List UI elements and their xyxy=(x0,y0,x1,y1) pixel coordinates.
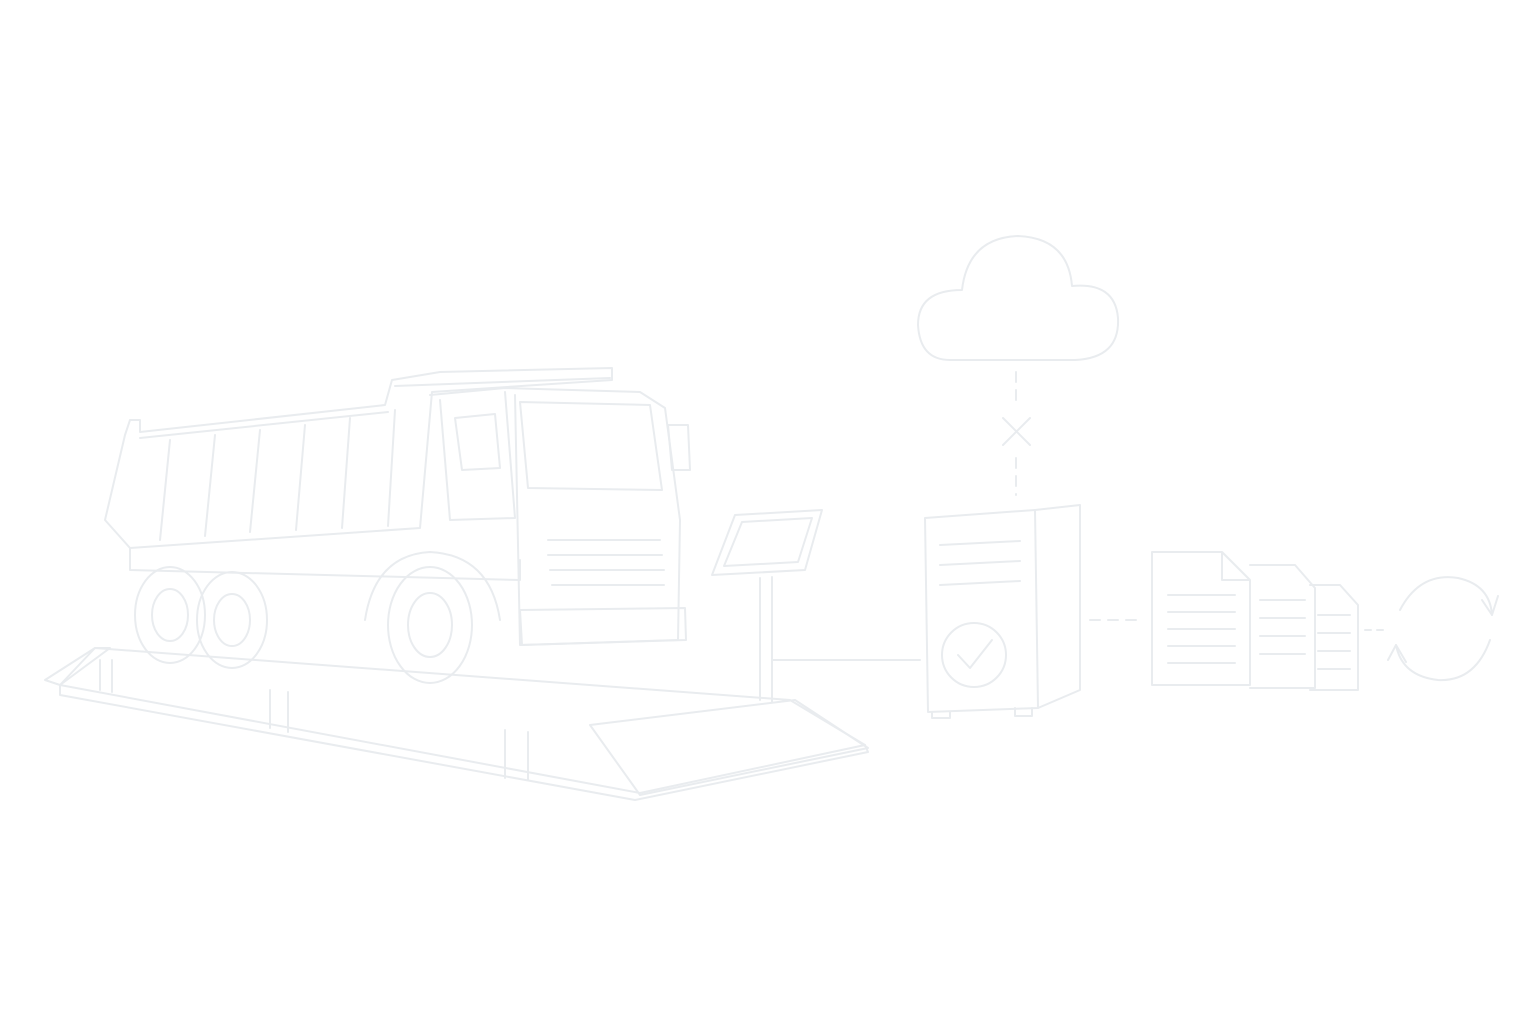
server-case-side xyxy=(1034,504,1081,709)
truck-cab xyxy=(429,387,681,646)
server-bays xyxy=(939,540,1021,586)
check-icon xyxy=(941,622,1007,688)
document-back-lines xyxy=(1317,614,1351,670)
truck-icon xyxy=(104,367,691,684)
truck-dump-rim xyxy=(139,377,611,439)
terminal-screen-frame xyxy=(711,509,823,576)
sync-arc-top xyxy=(1399,576,1493,616)
truck-windshield xyxy=(519,401,663,491)
truck-wheel-front xyxy=(387,566,473,684)
cloud-icon xyxy=(917,235,1120,361)
truck-wheel-rear-2 xyxy=(196,571,268,669)
truck-dump-body xyxy=(104,367,613,549)
truck-body-ribs xyxy=(159,409,396,541)
platform-ramp-left xyxy=(44,647,111,686)
terminal-screen xyxy=(723,517,813,567)
platform-support-2 xyxy=(269,689,289,733)
platform-support-3 xyxy=(504,729,529,781)
server-icon xyxy=(924,504,1081,719)
platform-deck xyxy=(59,647,866,794)
sync-icon xyxy=(1387,576,1499,682)
document-lines xyxy=(1167,594,1236,664)
weighing-terminal-icon xyxy=(711,509,921,703)
truck-wheel-rear-1 xyxy=(134,566,206,664)
sync-arrow-bottom xyxy=(1387,644,1407,663)
truck-cab-door xyxy=(439,391,516,521)
document-middle xyxy=(1249,564,1316,689)
document-middle-lines xyxy=(1259,599,1306,655)
sync-arc-bottom xyxy=(1395,639,1491,682)
documents-icon xyxy=(1151,551,1359,691)
server-case-front xyxy=(924,509,1039,713)
weighbridge-platform-icon xyxy=(44,647,869,801)
link-cross xyxy=(1002,417,1031,446)
truck-chassis xyxy=(129,547,521,581)
blocked-connection-icon xyxy=(1002,371,1031,496)
terminal-pole xyxy=(759,576,773,703)
truck-cab-window xyxy=(454,413,501,471)
platform-support-1 xyxy=(99,659,113,693)
truck-wheel-arch xyxy=(364,551,501,621)
platform-ramp-right xyxy=(589,699,869,796)
cloud-outline xyxy=(917,235,1120,361)
truck-grille xyxy=(547,539,665,586)
platform-front-edge xyxy=(59,684,869,801)
truck-mirror xyxy=(667,424,691,471)
document-front xyxy=(1151,551,1251,686)
sync-arrow-top xyxy=(1481,595,1499,616)
document-back xyxy=(1309,584,1359,691)
server-feet xyxy=(931,707,1033,719)
truck-bumper xyxy=(519,607,687,646)
